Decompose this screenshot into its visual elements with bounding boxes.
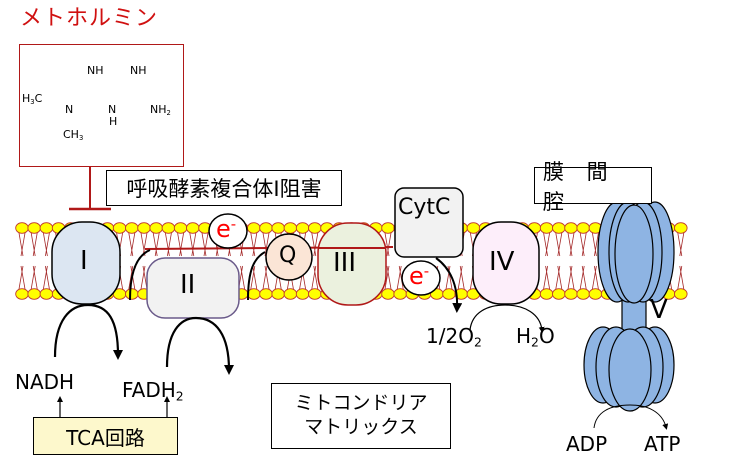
matrix-label: ミトコンドリア マトリックス bbox=[271, 383, 451, 449]
electron-1 bbox=[208, 213, 248, 249]
inhibition-symbol bbox=[69, 167, 111, 211]
inhibition-label: 呼吸酵素複合体I阻害 bbox=[106, 170, 342, 206]
lipid-tail bbox=[579, 232, 587, 257]
lipid-tail bbox=[30, 232, 38, 257]
lipid-tail bbox=[250, 265, 258, 290]
matrix-label-line1: ミトコンドリア bbox=[294, 392, 428, 415]
cytc-label: CytC bbox=[398, 195, 451, 220]
complex-i-label: I bbox=[80, 246, 88, 276]
lipid-tail bbox=[457, 265, 465, 290]
electron-flow-curve-2 bbox=[247, 251, 266, 301]
atom-n-1: N bbox=[65, 103, 74, 116]
lipid-tail bbox=[30, 265, 38, 290]
atom-h: H bbox=[109, 115, 118, 128]
lipid-tail bbox=[677, 265, 685, 290]
lipid-tail bbox=[543, 265, 550, 290]
lipid-tail bbox=[152, 232, 160, 257]
matrix-label-line2: マトリックス bbox=[304, 416, 418, 438]
lipid-tail bbox=[396, 265, 404, 290]
lipid-tail bbox=[177, 232, 184, 257]
lipid-tail bbox=[677, 232, 685, 257]
lipid-head bbox=[674, 288, 688, 300]
lipid-tail bbox=[592, 232, 599, 257]
electron-flow-curve-1 bbox=[129, 249, 151, 301]
complex-ii-label: II bbox=[180, 270, 196, 300]
fadh2-oxidation-arrow bbox=[165, 316, 234, 375]
atp-label: ATP bbox=[644, 432, 681, 456]
atom-n-2: N bbox=[108, 103, 117, 116]
lipid-tail bbox=[262, 265, 270, 290]
lipid-tail bbox=[43, 232, 50, 257]
metformin-structure-box bbox=[19, 44, 184, 167]
lipid-tail bbox=[18, 232, 26, 257]
cytc-to-oxygen-arrow bbox=[435, 257, 463, 313]
complex-iv-label: IV bbox=[489, 247, 515, 277]
lipid-tail bbox=[201, 232, 209, 257]
nadh-oxidation-arrow bbox=[53, 303, 123, 360]
lipid-tail bbox=[250, 232, 258, 257]
complex-iv[interactable] bbox=[472, 221, 540, 305]
atom-nh-2: NH bbox=[130, 64, 147, 77]
lipid-tail bbox=[18, 265, 26, 290]
lipid-tail bbox=[567, 265, 575, 290]
lipid-tail bbox=[165, 232, 172, 257]
lipid-head bbox=[674, 222, 688, 234]
lipid-tail bbox=[555, 232, 563, 257]
atom-h3c: H3C bbox=[22, 92, 43, 107]
oxygen-label: 1/2O2 bbox=[426, 324, 482, 350]
complex-iii-label: III bbox=[333, 248, 357, 278]
atp-synthase[interactable] bbox=[583, 201, 675, 412]
tca-cycle-box: TCA回路 bbox=[33, 417, 178, 455]
atom-nh-1: NH bbox=[87, 64, 104, 77]
electron-2 bbox=[401, 260, 441, 296]
atom-nh2: NH2 bbox=[150, 103, 171, 118]
lipid-tail bbox=[384, 232, 392, 257]
lipid-tail bbox=[579, 265, 587, 290]
lipid-tail bbox=[555, 265, 563, 290]
adp-to-atp-arrow bbox=[593, 404, 669, 430]
oxygen-to-water-arrow bbox=[469, 304, 545, 333]
lipid-tail bbox=[384, 265, 392, 290]
cytochrome-c[interactable] bbox=[394, 187, 464, 258]
adp-label: ADP bbox=[566, 432, 608, 456]
drug-title: メトホルミン bbox=[20, 6, 159, 31]
lipid-tail bbox=[567, 232, 575, 257]
fadh2-label: FADH2 bbox=[122, 378, 184, 404]
electron-label-2: e- bbox=[409, 262, 430, 291]
water-label: H2O bbox=[516, 324, 555, 350]
complex-v-label: V bbox=[650, 295, 668, 325]
lipid-tail bbox=[189, 232, 197, 257]
atom-ch3: CH3 bbox=[63, 128, 84, 143]
lipid-tail bbox=[43, 265, 50, 290]
complex-iii[interactable] bbox=[317, 222, 387, 306]
electron-label-1: e- bbox=[216, 215, 237, 244]
lipid-tail bbox=[311, 232, 319, 257]
lipid-tail bbox=[543, 232, 550, 257]
lipid-tail bbox=[311, 265, 319, 290]
ubiquinone-q[interactable] bbox=[265, 233, 313, 281]
intermembrane-space-label: 膜 間 腔 bbox=[534, 160, 652, 214]
nadh-label: NADH bbox=[15, 370, 75, 394]
lipid-tail bbox=[128, 232, 136, 257]
lipid-tail bbox=[592, 265, 599, 290]
q-label: Q bbox=[279, 243, 297, 268]
